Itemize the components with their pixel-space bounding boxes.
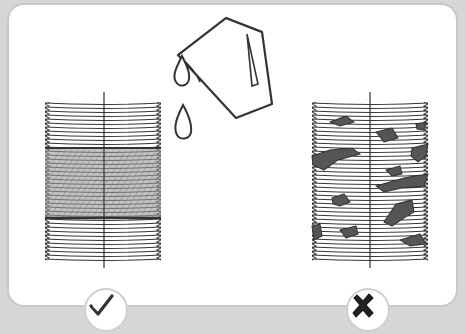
cross-mark-icon — [348, 290, 378, 320]
incorrect-badge — [346, 288, 390, 332]
correct-badge — [84, 288, 128, 332]
sealant-band — [45, 148, 161, 218]
check-mark-icon — [86, 290, 116, 320]
